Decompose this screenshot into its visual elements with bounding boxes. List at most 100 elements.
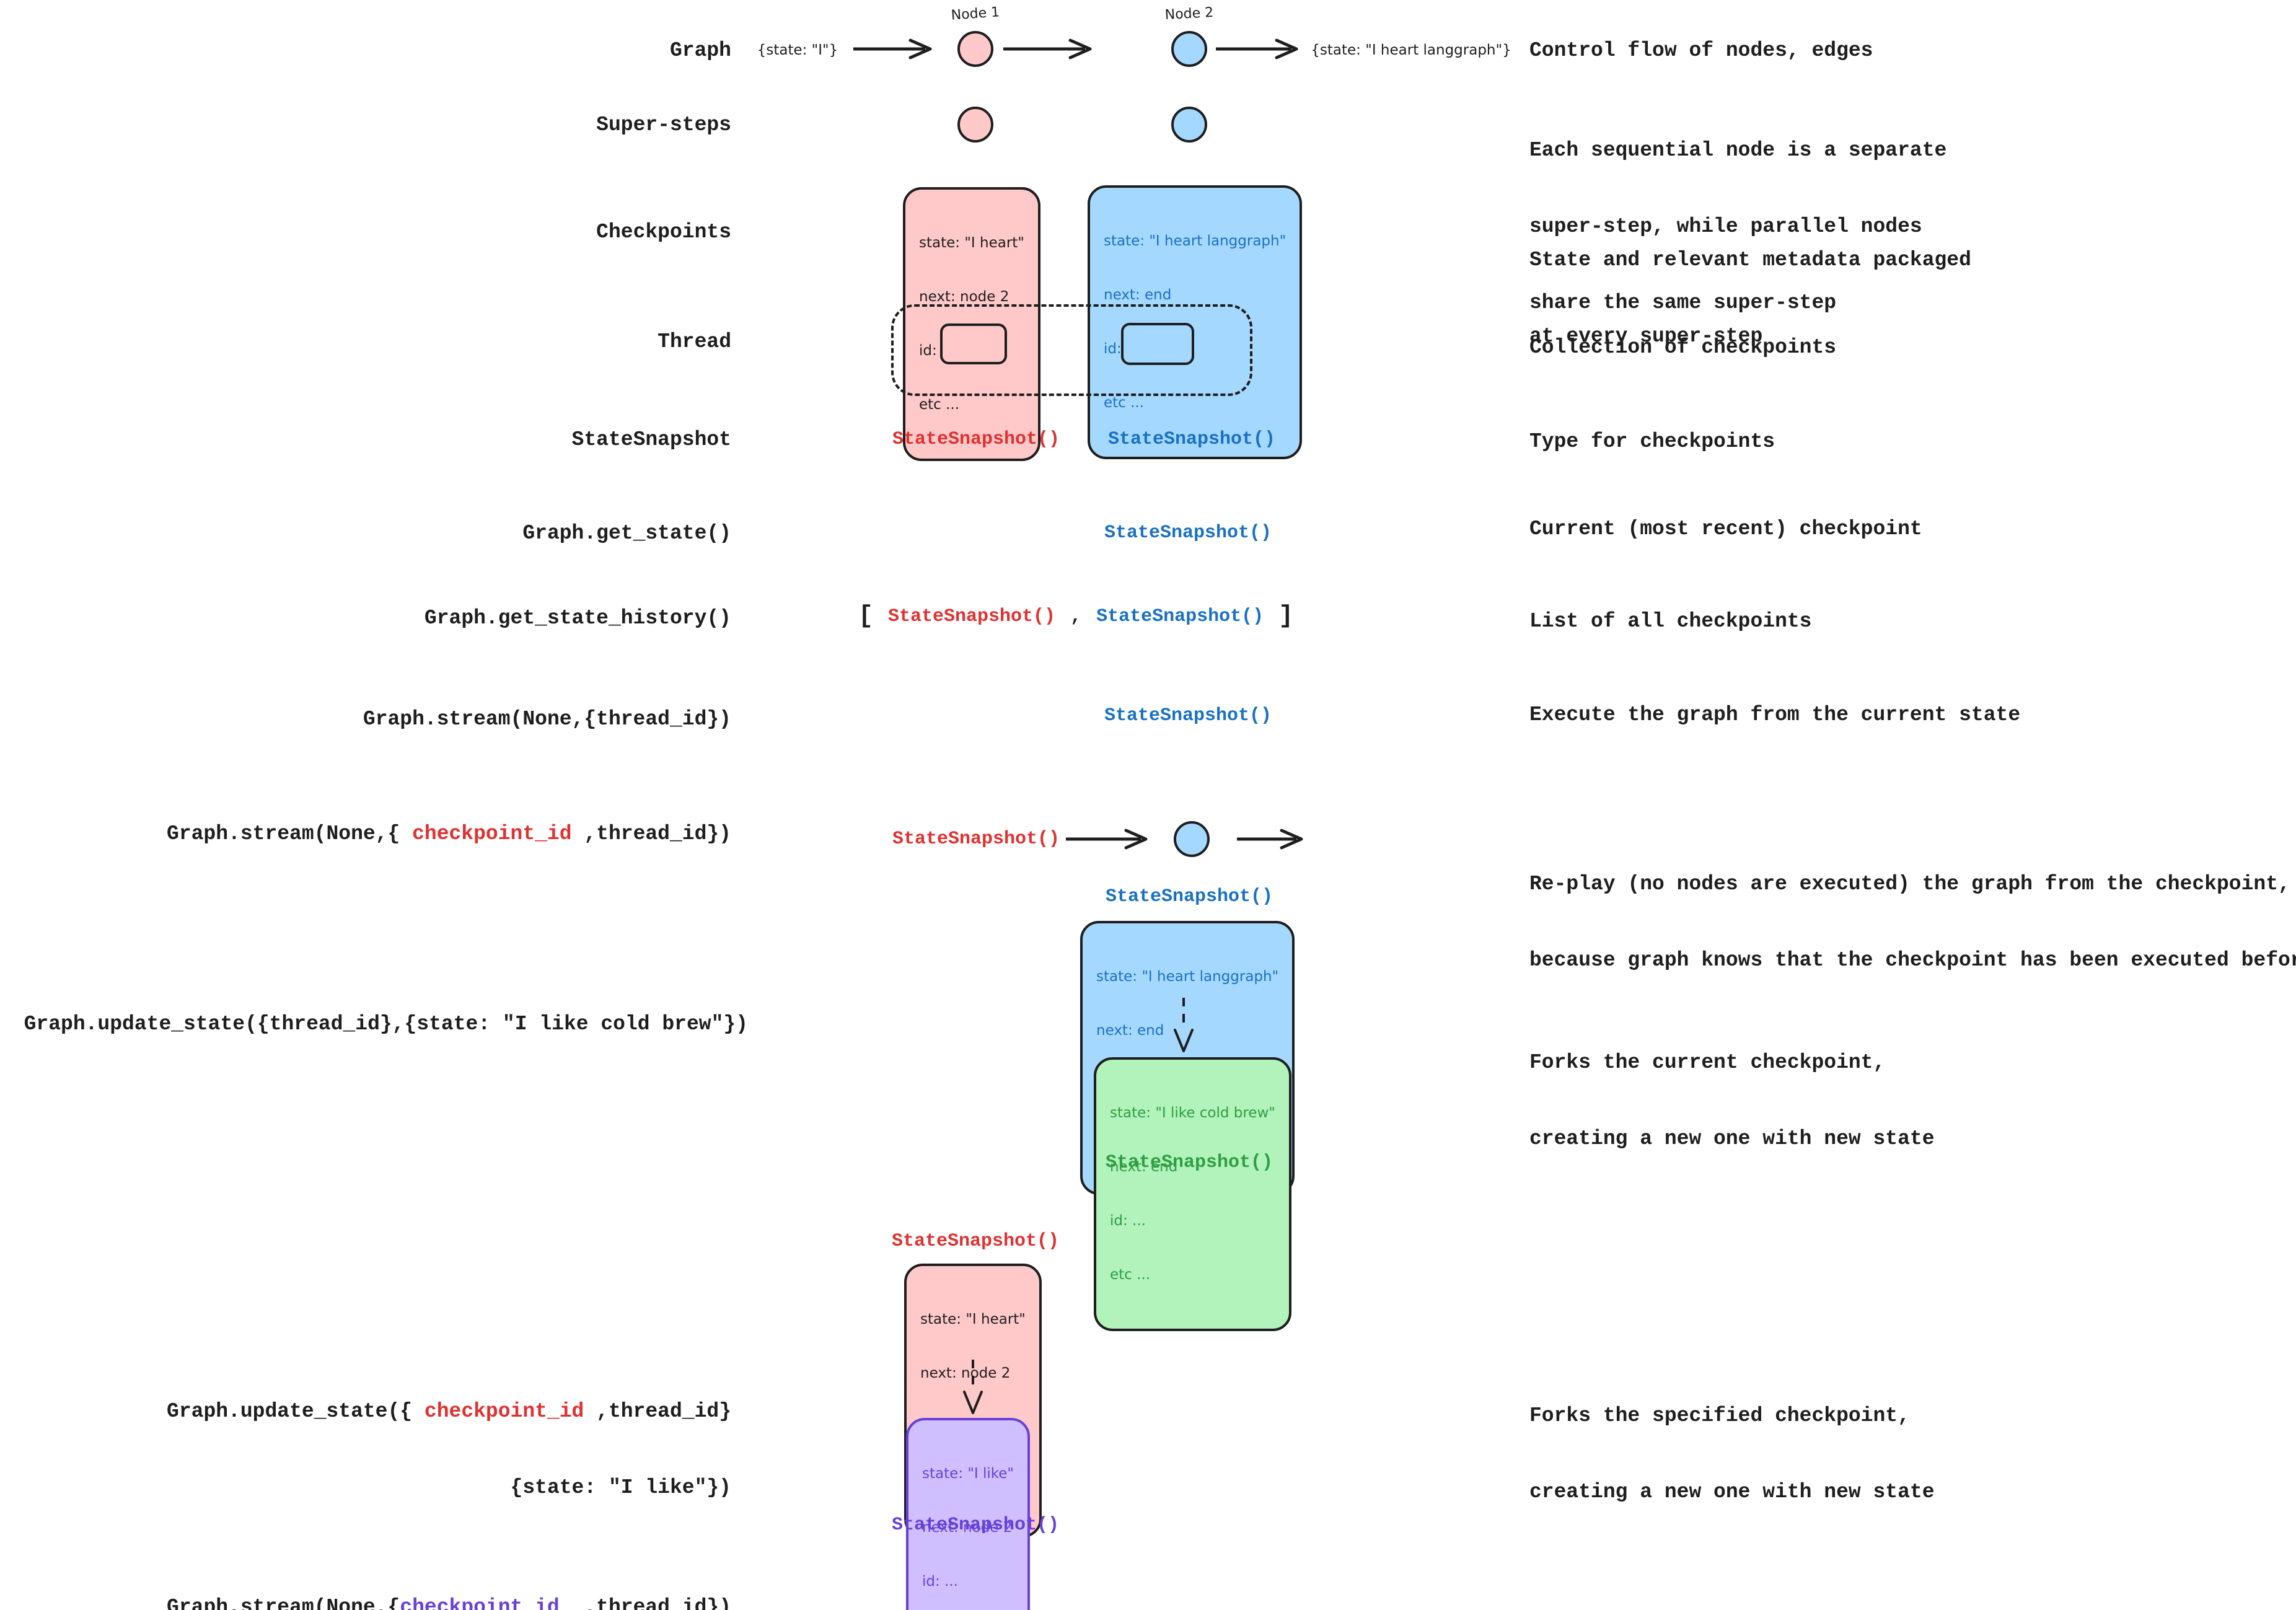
desc-line: Forks the current checkpoint, xyxy=(1529,1051,1886,1074)
thread-dashed-frame xyxy=(891,304,1252,396)
forked-checkpoint-box-green: state: "I like cold brew" next: end id: … xyxy=(1094,1057,1291,1331)
row-label-stream-forked: Graph.stream(None,{checkpoint_id ,thread… xyxy=(167,1595,731,1610)
label-part: Graph.stream(None,{ xyxy=(167,822,413,845)
row-label-stream-checkpoint-replay: Graph.stream(None,{ checkpoint_id ,threa… xyxy=(167,821,731,847)
desc-line: creating a new one with new state xyxy=(1529,1480,1935,1503)
desc-line: Re-play (no nodes are executed) the grap… xyxy=(1529,873,2290,895)
box-line: etc ... xyxy=(919,397,960,413)
super-step-node2-circle xyxy=(1171,107,1207,143)
arrow-right-icon xyxy=(1066,829,1148,850)
desc-update-state-checkpoint: Forks the specified checkpoint, creating… xyxy=(1529,1352,1935,1555)
statesnapshot-call-violet: StateSnapshot() xyxy=(891,1515,1060,1536)
desc-line: Each sequential node is a separate xyxy=(1529,139,1947,162)
desc-line: at every super-step xyxy=(1529,325,1763,348)
row-label-update-state-thread: Graph.update_state({thread_id},{state: "… xyxy=(24,1013,748,1036)
box-line: state: "I like" xyxy=(922,1466,1014,1482)
node2-label: Node 2 xyxy=(1164,4,1214,24)
label-part: Graph.stream(None,{ xyxy=(167,1596,400,1610)
desc-stream-forked: Re-invoke the graph from the forked chec… xyxy=(1529,1569,2155,1610)
desc-update-state-thread: Forks the current checkpoint, creating a… xyxy=(1529,999,1935,1202)
box-line: next: node 2 xyxy=(920,1365,1011,1381)
bracket-open: [ xyxy=(858,602,874,630)
desc-stream-thread: Execute the graph from the current state xyxy=(1529,703,2021,726)
desc-line: share the same super-step xyxy=(1529,291,1837,314)
box-line: next: end xyxy=(1096,1023,1164,1039)
arrow-right-icon xyxy=(1237,829,1303,850)
statesnapshot-call-red: StateSnapshot() xyxy=(891,1231,1060,1252)
desc-line: Forks the specified checkpoint, xyxy=(1529,1404,1910,1427)
statesnapshot-call-blue: StateSnapshot() xyxy=(1105,886,1273,907)
statesnapshot-call-blue: StateSnapshot() xyxy=(1104,522,1272,543)
list-comma: , xyxy=(1070,605,1082,627)
box-line: etc ... xyxy=(1110,1267,1151,1283)
dashed-arrow-down-icon xyxy=(1174,998,1194,1052)
node1-label: Node 1 xyxy=(950,4,1000,24)
row-label-graph: Graph xyxy=(669,39,731,62)
row-label-get-state: Graph.get_state() xyxy=(522,522,731,545)
thread-checkpoint-blue xyxy=(1121,323,1194,365)
box-line: id: ... xyxy=(1110,1213,1146,1229)
label-line: Graph.update_state({ checkpoint_id ,thre… xyxy=(167,1399,731,1424)
statesnapshot-call-red: StateSnapshot() xyxy=(892,429,1060,450)
row-label-update-state-checkpoint: Graph.update_state({ checkpoint_id ,thre… xyxy=(167,1348,731,1551)
checkpoint-id-arg: checkpoint_id xyxy=(400,1596,560,1610)
desc-graph: Control flow of nodes, edges xyxy=(1529,39,1873,62)
desc-super-steps: Each sequential node is a separate super… xyxy=(1529,87,1946,366)
checkpoint-box-blue: state: "I heart langgraph" next: end id:… xyxy=(1088,185,1303,459)
arrow-right-icon xyxy=(1216,38,1298,59)
checkpoint-id-arg: checkpoint_id xyxy=(424,1400,584,1423)
desc-replay: Re-play (no nodes are executed) the grap… xyxy=(1529,820,2296,1024)
box-line: state: "I heart" xyxy=(919,235,1024,251)
row-label-super-steps: Super-steps xyxy=(596,113,731,136)
box-line: next: node 2 xyxy=(922,1520,1013,1536)
box-line: next: end xyxy=(1104,287,1172,303)
statesnapshot-call-blue: StateSnapshot() xyxy=(1096,605,1264,627)
state-history-list: [ StateSnapshot() , StateSnapshot() ] xyxy=(858,602,1293,630)
desc-get-state-history: List of all checkpoints xyxy=(1529,610,1812,633)
statesnapshot-call-red: StateSnapshot() xyxy=(888,605,1056,627)
box-line: state: "I heart langgraph" xyxy=(1104,233,1287,249)
statesnapshot-call-green: StateSnapshot() xyxy=(1105,1152,1273,1173)
box-line: next: node 2 xyxy=(919,289,1009,305)
statesnapshot-call-red: StateSnapshot() xyxy=(892,829,1060,850)
desc-thread: Collection of checkpoints xyxy=(1529,336,1837,359)
row-label-statesnapshot: StateSnapshot xyxy=(571,428,731,451)
desc-line: State and relevant metadata packaged xyxy=(1529,249,1971,271)
label-part: ,thread_id}) xyxy=(559,1596,731,1610)
desc-line: super-step, while parallel nodes xyxy=(1529,215,1922,238)
desc-checkpoints: State and relevant metadata packaged at … xyxy=(1529,196,1971,400)
statesnapshot-call-blue: StateSnapshot() xyxy=(1107,429,1276,450)
graph-input-state: {state: "I"} xyxy=(757,42,838,58)
replay-node-circle xyxy=(1174,821,1210,857)
box-line: state: "I heart" xyxy=(920,1311,1026,1327)
arrow-right-icon xyxy=(853,38,932,59)
graph-node2-circle xyxy=(1171,31,1207,67)
forked-checkpoint-box-violet: state: "I like" next: node 2 id: ... etc… xyxy=(906,1418,1031,1610)
statesnapshot-call-blue: StateSnapshot() xyxy=(1104,705,1272,726)
thread-checkpoint-pink xyxy=(940,323,1007,364)
bracket-close: ] xyxy=(1278,602,1294,630)
box-line: id: ... xyxy=(922,1573,958,1590)
row-label-get-state-history: Graph.get_state_history() xyxy=(424,607,731,630)
graph-node1-circle xyxy=(957,31,993,67)
label-part: Graph.update_state({ xyxy=(167,1400,424,1423)
arrow-right-icon xyxy=(1003,38,1092,59)
checkpoint-id-arg: checkpoint_id xyxy=(412,822,572,845)
row-label-checkpoints: Checkpoints xyxy=(596,221,731,244)
box-line: state: "I like cold brew" xyxy=(1110,1105,1275,1121)
row-label-thread: Thread xyxy=(658,330,731,353)
dashed-arrow-down-icon xyxy=(963,1360,983,1414)
label-line: {state: "I like"}) xyxy=(510,1476,731,1499)
desc-line: because graph knows that the checkpoint … xyxy=(1529,949,2296,972)
box-line: etc ... xyxy=(1104,395,1145,411)
desc-statesnapshot: Type for checkpoints xyxy=(1529,430,1775,453)
box-line: state: "I heart langgraph" xyxy=(1096,969,1279,985)
label-part: ,thread_id}) xyxy=(571,822,731,845)
row-label-stream-thread: Graph.stream(None,{thread_id}) xyxy=(363,708,731,731)
desc-line: creating a new one with new state xyxy=(1529,1127,1935,1150)
graph-output-state: {state: "I heart langgraph"} xyxy=(1311,42,1511,58)
label-part: ,thread_id} xyxy=(584,1400,731,1423)
super-step-node1-circle xyxy=(957,107,993,143)
desc-get-state: Current (most recent) checkpoint xyxy=(1529,517,1922,540)
